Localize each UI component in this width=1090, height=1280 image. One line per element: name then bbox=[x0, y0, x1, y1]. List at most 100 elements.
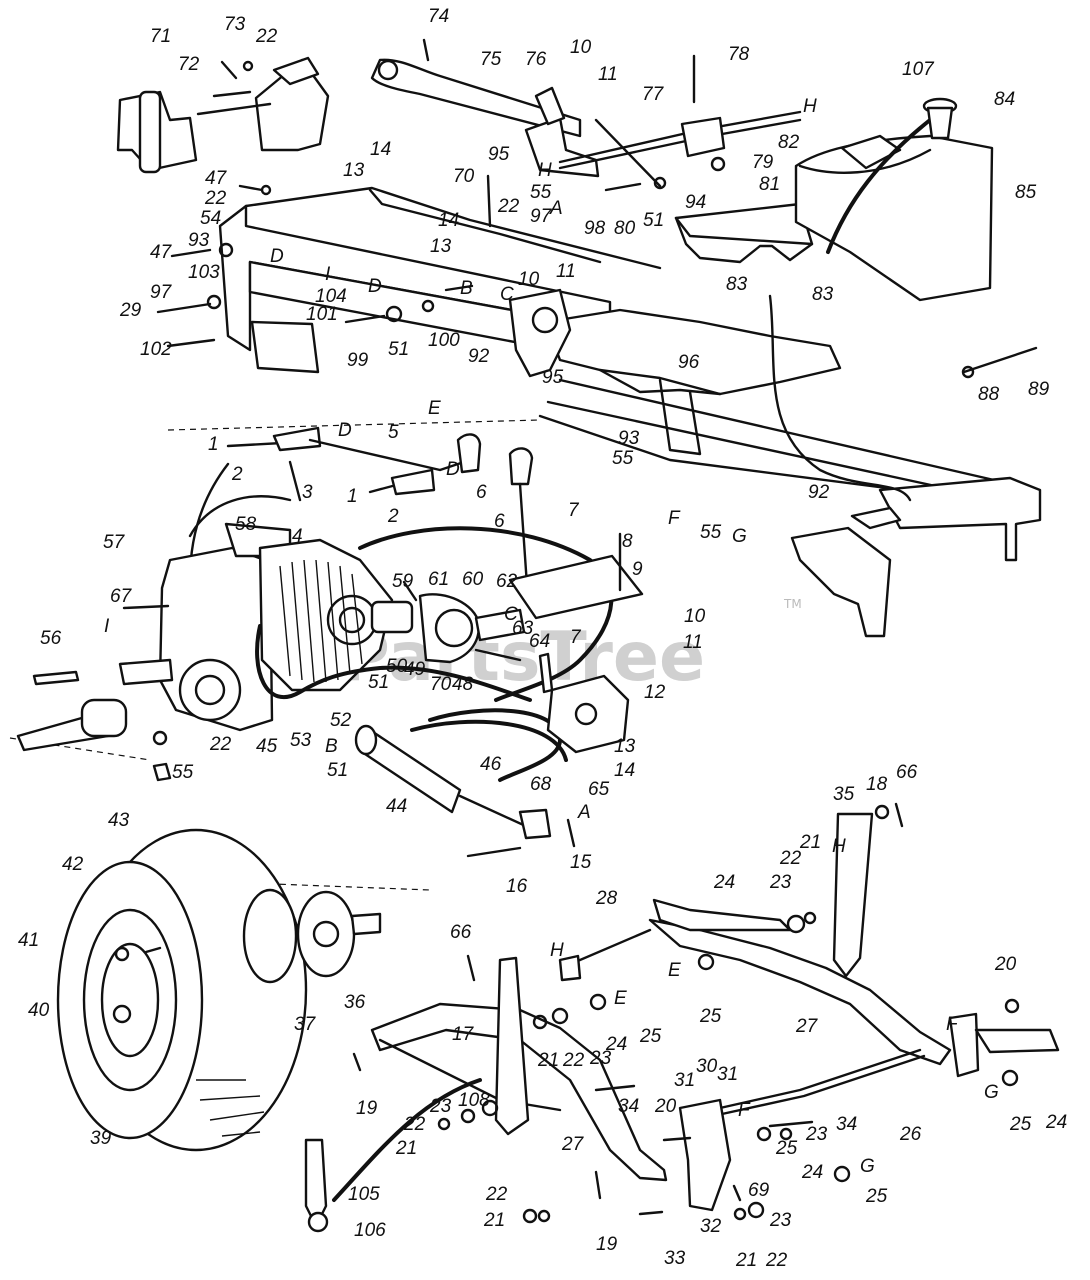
part-label-l22d: 22 bbox=[209, 734, 232, 755]
part-label-l25e: 25 bbox=[865, 1186, 888, 1207]
part-label-lG2: G bbox=[984, 1082, 999, 1103]
part-label-l11b: 11 bbox=[556, 261, 576, 282]
part-label-l47b: 47 bbox=[150, 242, 173, 263]
part-label-l100: 100 bbox=[428, 330, 460, 351]
part-label-l24c: 24 bbox=[1045, 1112, 1067, 1133]
part-label-l101: 101 bbox=[306, 304, 338, 325]
part-label-l94: 94 bbox=[685, 192, 706, 213]
part-label-l27b: 27 bbox=[561, 1134, 585, 1155]
part-label-l48: 48 bbox=[452, 674, 474, 695]
part-label-l73: 73 bbox=[224, 14, 246, 35]
part-label-l53: 53 bbox=[290, 730, 312, 751]
part-label-l55b: 55 bbox=[612, 448, 634, 469]
part-label-l23a: 23 bbox=[769, 872, 792, 893]
part-label-l2a: 2 bbox=[231, 464, 243, 485]
part-label-lC2: C bbox=[504, 604, 518, 625]
part-label-l96: 96 bbox=[678, 352, 700, 373]
part-label-l55a: 55 bbox=[530, 182, 552, 203]
part-label-l51c: 51 bbox=[368, 672, 389, 693]
part-label-l23b: 23 bbox=[589, 1048, 612, 1069]
part-label-l16: 16 bbox=[506, 876, 528, 897]
part-label-l95b: 95 bbox=[542, 367, 564, 388]
part-label-l21b: 21 bbox=[537, 1050, 559, 1071]
part-label-l60: 60 bbox=[462, 569, 484, 590]
part-label-l93a: 93 bbox=[188, 230, 210, 251]
part-label-l102: 102 bbox=[140, 339, 172, 360]
part-label-lF3: F bbox=[738, 1100, 751, 1121]
part-label-l99: 99 bbox=[347, 350, 369, 371]
part-label-lG3: G bbox=[860, 1156, 875, 1177]
seat-plate bbox=[508, 532, 644, 620]
part-label-l31a: 31 bbox=[674, 1070, 695, 1091]
part-label-l39: 39 bbox=[90, 1128, 112, 1149]
part-label-l23c: 23 bbox=[429, 1096, 452, 1117]
part-label-l103: 103 bbox=[188, 262, 220, 283]
part-label-l52: 52 bbox=[330, 710, 352, 731]
upper-hardware bbox=[156, 38, 1038, 379]
part-label-l9: 9 bbox=[632, 559, 643, 580]
part-label-l41: 41 bbox=[18, 930, 39, 951]
part-label-lD3: D bbox=[338, 420, 352, 441]
part-label-l22b: 22 bbox=[204, 188, 227, 209]
part-label-lD2: D bbox=[368, 276, 382, 297]
part-label-l36: 36 bbox=[344, 992, 366, 1013]
part-label-l97a: 97 bbox=[530, 206, 553, 227]
part-label-l26: 26 bbox=[899, 1124, 922, 1145]
part-label-l25c: 25 bbox=[1009, 1114, 1032, 1135]
part-label-l76: 76 bbox=[525, 49, 547, 70]
part-label-l11a: 11 bbox=[598, 64, 618, 85]
transmission-housing bbox=[16, 522, 394, 782]
part-label-l78: 78 bbox=[728, 44, 750, 65]
part-label-l11c: 11 bbox=[683, 632, 703, 653]
part-label-l98: 98 bbox=[584, 218, 606, 239]
part-label-l21d: 21 bbox=[483, 1210, 505, 1231]
part-label-l4: 4 bbox=[292, 526, 303, 547]
part-label-l22c: 22 bbox=[497, 196, 520, 217]
part-label-l24b: 24 bbox=[605, 1034, 627, 1055]
part-label-l19a: 19 bbox=[356, 1098, 378, 1119]
part-label-l50: 50 bbox=[386, 656, 408, 677]
part-label-l14b: 14 bbox=[438, 210, 459, 231]
part-label-l13b: 13 bbox=[430, 236, 452, 257]
upper-mounting-brackets bbox=[116, 56, 330, 174]
part-label-l21a: 21 bbox=[799, 832, 821, 853]
part-label-lH4: H bbox=[550, 940, 564, 961]
control-valve bbox=[538, 652, 630, 754]
part-label-l93b: 93 bbox=[618, 428, 640, 449]
part-label-l23e: 23 bbox=[769, 1210, 792, 1231]
part-label-lD1: D bbox=[270, 246, 284, 267]
part-label-l22f: 22 bbox=[562, 1050, 585, 1071]
part-label-l70b: 70 bbox=[430, 674, 452, 695]
part-label-l1a: 1 bbox=[208, 434, 219, 455]
part-label-l21e: 21 bbox=[735, 1250, 757, 1271]
part-label-l40: 40 bbox=[28, 1000, 50, 1021]
part-label-lH3: H bbox=[832, 836, 846, 857]
hydraulic-pump bbox=[370, 580, 526, 664]
part-label-l12: 12 bbox=[644, 682, 666, 703]
part-label-lG1: G bbox=[732, 526, 747, 547]
part-label-l88: 88 bbox=[978, 384, 1000, 405]
part-label-l92a: 92 bbox=[468, 346, 490, 367]
part-label-l83a: 83 bbox=[726, 274, 748, 295]
part-label-l92b: 92 bbox=[808, 482, 830, 503]
part-label-l71: 71 bbox=[150, 26, 171, 47]
frame-chassis bbox=[218, 186, 1042, 638]
part-label-l24d: 24 bbox=[801, 1162, 823, 1183]
part-label-l13a: 13 bbox=[343, 160, 365, 181]
part-label-l37: 37 bbox=[294, 1014, 317, 1035]
part-label-lI2: I bbox=[104, 616, 110, 637]
part-label-lB2: B bbox=[325, 736, 338, 757]
part-label-l56: 56 bbox=[40, 628, 62, 649]
part-label-lE3: E bbox=[614, 988, 627, 1009]
part-label-lB1: B bbox=[460, 278, 473, 299]
part-label-l67: 67 bbox=[110, 586, 133, 607]
part-label-l25b: 25 bbox=[639, 1026, 662, 1047]
part-label-l25a: 25 bbox=[699, 1006, 722, 1027]
throttle-cable bbox=[768, 294, 912, 502]
part-label-l105: 105 bbox=[348, 1184, 380, 1205]
part-label-l1b: 1 bbox=[347, 486, 358, 507]
part-label-lA1: A bbox=[549, 198, 563, 219]
part-label-lE2: E bbox=[668, 960, 681, 981]
